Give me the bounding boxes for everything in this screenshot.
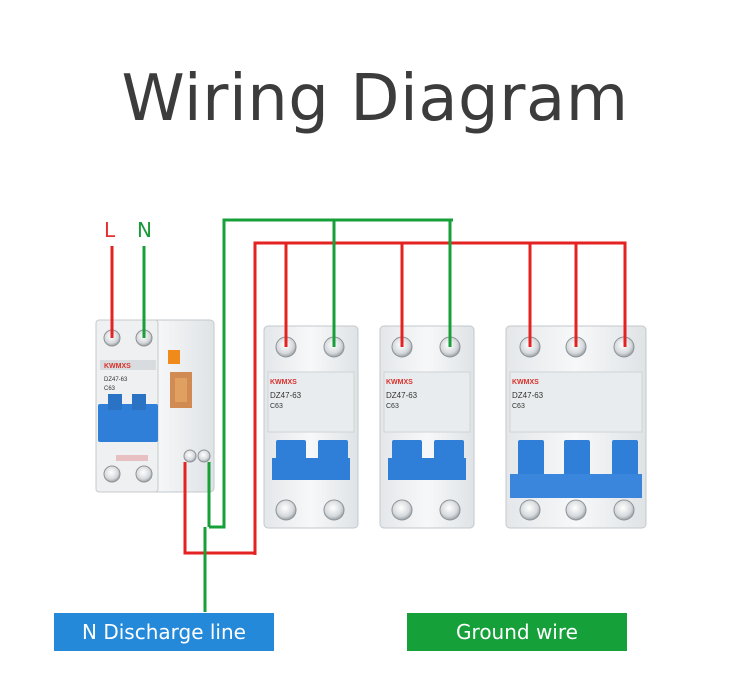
breaker-handle[interactable] <box>510 474 642 498</box>
discharge-line-label: N Discharge line <box>54 613 274 651</box>
rating-text: C63 <box>270 403 283 410</box>
model-text: DZ47-63 <box>270 391 302 400</box>
model-text: DZ47-63 <box>104 377 128 383</box>
test-button[interactable] <box>168 350 180 364</box>
rcbo-breaker: KWMXS DZ47-63 C63 <box>95 319 215 493</box>
breaker-2p-1: KWMXS DZ47-63 C63 <box>263 325 359 529</box>
line-wires <box>110 241 627 555</box>
rating-text: C63 <box>386 403 399 410</box>
page-title: Wiring Diagram <box>121 62 629 136</box>
neutral-wires <box>142 218 453 612</box>
breaker-3p: KWMXS DZ47-63 C63 <box>505 325 647 529</box>
neutral-label: N <box>137 218 152 242</box>
line-label: L <box>104 218 116 242</box>
ground-wire-label: Ground wire <box>407 613 627 651</box>
model-text: DZ47-63 <box>386 391 418 400</box>
breaker-2p-2: KWMXS DZ47-63 C63 <box>379 325 475 529</box>
rcbo-handle[interactable] <box>98 404 158 442</box>
brand-text: KWMXS <box>386 379 413 386</box>
brand-text: KWMXS <box>104 363 131 370</box>
brand-text: KWMXS <box>270 379 297 386</box>
rating-text: C63 <box>512 403 525 410</box>
brand-text: KWMXS <box>512 379 539 386</box>
rating-text: C63 <box>104 386 116 392</box>
model-text: DZ47-63 <box>512 391 544 400</box>
